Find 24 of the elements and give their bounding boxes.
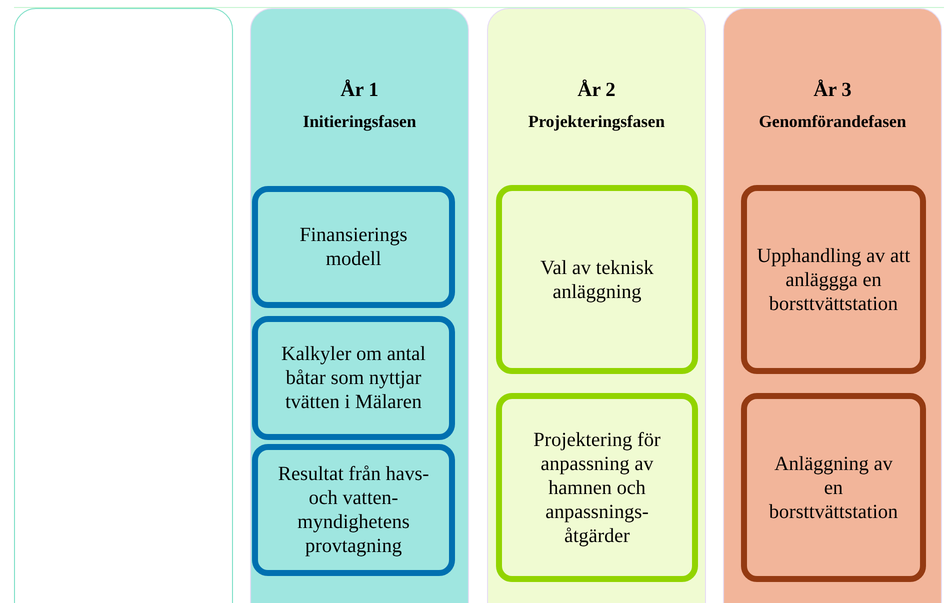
empty-column <box>14 8 233 603</box>
phase-heading: Projekteringsfasen <box>527 111 666 133</box>
phase-column <box>723 8 942 603</box>
task-text: Kalkyler om antal båtar som nyttjar tvätten i Mälaren <box>280 342 427 414</box>
task-box <box>252 444 455 576</box>
year-heading: År 3 <box>812 78 852 103</box>
task-box <box>496 393 698 582</box>
task-box <box>741 185 926 374</box>
task-text: Upphandling av att anläggga en borsttvättstation <box>756 244 912 316</box>
task-box <box>496 185 698 374</box>
task-text: Val av teknisk anläggning <box>539 256 655 304</box>
task-box <box>252 186 455 308</box>
task-text: Finansierings modell <box>298 223 408 271</box>
phase-heading: Genomförandefasen <box>758 111 908 133</box>
phase-column <box>487 8 706 603</box>
year-heading: År 2 <box>576 78 616 103</box>
task-text: Projektering för anpassning av hamnen och anpassnings-åtgärder <box>532 428 662 548</box>
task-text: Resultat från havs- och vatten-myndighetens provtagning <box>276 462 430 558</box>
phase-heading: Initieringsfasen <box>302 111 418 133</box>
phase-column <box>250 8 469 603</box>
task-box <box>252 316 455 440</box>
task-box <box>741 393 926 582</box>
task-text: Anläggning av en borsttvättstation <box>768 452 899 524</box>
year-heading: År 1 <box>340 78 380 103</box>
